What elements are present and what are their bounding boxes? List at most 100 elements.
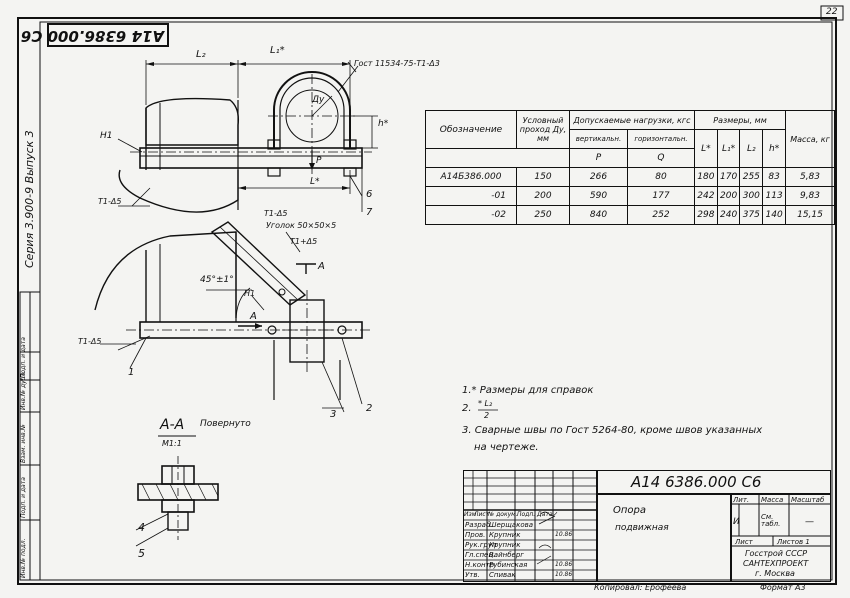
callout-5: 5 — [138, 547, 145, 560]
cell-dy: 250 — [516, 205, 570, 225]
title-code: А14 6386.000 С6 — [631, 473, 762, 491]
th-mass: Масса, кг — [785, 110, 835, 168]
rotated-designation: A14 6386.000 C6 — [20, 27, 164, 45]
cell-mass: 15,15 — [785, 205, 835, 225]
weld-label-4: T1-Δ5 — [78, 337, 102, 346]
label-l-star: L* — [310, 177, 320, 187]
th-p: P — [569, 148, 628, 168]
th-dims: Размеры, мм — [694, 110, 786, 130]
note-2-formula-bottom: 2 — [484, 411, 490, 420]
head-list: Лист — [474, 511, 490, 518]
label-h1: H1 — [100, 131, 113, 141]
callout-3: 3 — [330, 409, 337, 420]
side-stamp-2: Подп. и дата — [20, 477, 27, 518]
name-1: Шерщакова — [489, 521, 534, 529]
cell-p: 840 — [569, 205, 628, 225]
head-date: Дата — [537, 511, 553, 518]
table-row: -02 250 840 252 298 240 375 140 15,15 — [425, 205, 835, 225]
th-spacer — [425, 148, 570, 168]
org-line-3: г. Москва — [755, 569, 795, 578]
head-izm: Изм — [464, 511, 477, 518]
callout-1: 1 — [128, 367, 135, 378]
callout-6: 6 — [366, 189, 373, 200]
th-q: Q — [626, 148, 696, 168]
section-mark-bottom: A — [250, 311, 257, 322]
label-gost-clamp: Гост 11534-75-T1-Δ3 — [354, 59, 440, 68]
date-2: 10.86 — [555, 561, 573, 568]
head-doc: № докум. — [488, 511, 518, 518]
role-3: Рук.груп — [465, 541, 497, 549]
note-3-line1: 3. Сварные швы по Гост 5264-80, кроме шв… — [462, 425, 763, 436]
sheet-frame — [17, 17, 837, 585]
side-stamp-1: Инв.№ подл. — [20, 538, 27, 579]
title-name-1: Опора — [613, 505, 647, 516]
cell-l: 242 — [694, 186, 718, 206]
cell-l: 180 — [694, 167, 718, 187]
cell-mass: 9,83 — [785, 186, 835, 206]
cell-designation: -02 — [425, 205, 517, 225]
table-row: А14Б386.000 150 266 80 180 170 255 83 5,… — [425, 167, 835, 187]
cell-h: 140 — [762, 205, 786, 225]
label-h-star: h* — [378, 119, 389, 129]
side-stamp-5: Подп. и дата — [20, 337, 27, 378]
name-2: Крупник — [489, 531, 521, 539]
sheet-label: Лист — [735, 538, 753, 546]
sheets-label: Листов 1 — [777, 538, 810, 546]
org-line-1: Госстрой СССР — [745, 549, 808, 558]
page-number-box — [820, 5, 844, 21]
rotated-code-box — [47, 23, 169, 47]
cell-l2: 300 — [739, 186, 764, 206]
title-block: А14 6386.000 С6 Опора подвижная Лит. Мас… — [463, 470, 831, 582]
weld-label-3: T1+Δ5 — [290, 237, 318, 246]
cell-designation: А14Б386.000 — [425, 167, 517, 187]
role-5: Н.контр. — [465, 561, 497, 569]
label-l1: L₁* — [270, 45, 285, 56]
channel-top-view — [139, 147, 363, 169]
series-label: Серия 3.900-9 Выпуск 3 — [23, 130, 36, 268]
paper-format: Формат А3 — [760, 583, 806, 592]
name-5: Рубинская — [489, 561, 528, 569]
org-line-2: САНТЕХПРОЕКТ — [743, 559, 809, 568]
weld-label-1: T1-Δ5 — [98, 197, 122, 206]
callout-2: 2 — [366, 403, 373, 414]
cell-designation: -01 — [425, 186, 517, 206]
cell-l1: 200 — [716, 186, 741, 206]
copied-by: Копировал: Ерофеева — [594, 583, 687, 592]
side-stamp-3: Взам. инв.№ — [20, 424, 27, 463]
section-mark-top: A — [318, 261, 325, 272]
cell-h: 83 — [762, 167, 786, 187]
cell-p: 266 — [569, 167, 628, 187]
header-lit: Лит. — [733, 496, 750, 504]
cell-l: 298 — [694, 205, 718, 225]
angle-value: 45°±1° — [200, 275, 234, 285]
callout-4: 4 — [138, 521, 145, 534]
date-1: 10.86 — [555, 531, 573, 538]
callout-7: 7 — [366, 207, 373, 218]
cell-q: 80 — [626, 167, 696, 187]
name-4: Вайнберг — [489, 551, 524, 559]
cell-l2: 255 — [739, 167, 764, 187]
role-2: Пров. — [465, 531, 486, 539]
th-horizontal: горизонтальн. — [626, 129, 696, 149]
note-3-line2: на чертеже. — [474, 442, 539, 453]
header-scale: Масштаб — [791, 496, 825, 504]
label-l2: L₂ — [196, 49, 206, 60]
table-row: -01 200 590 177 242 200 300 113 9,83 — [425, 186, 835, 206]
title-name-2: подвижная — [615, 523, 669, 533]
th-loads: Допускаемые нагрузки, кгс — [569, 110, 695, 130]
name-6: Спивак — [489, 571, 516, 579]
note-1: 1.* Размеры для справок — [462, 385, 594, 396]
name-3: Крупник — [489, 541, 521, 549]
th-l-star: L* — [694, 129, 718, 168]
th-vertical: вертикальн. — [569, 129, 628, 149]
dimensions-table: Обозначение Условный проход Ду, мм Допус… — [425, 110, 835, 225]
th-l1: L₁* — [716, 129, 741, 168]
cell-p: 590 — [569, 186, 628, 206]
label-dy: Ду — [312, 95, 325, 105]
th-designation: Обозначение — [425, 110, 517, 149]
section-rotated-note: Повернуто — [200, 419, 251, 429]
page-number: 22 — [826, 7, 838, 17]
date-3: 10.86 — [555, 571, 573, 578]
head-sign: Подп. — [517, 511, 536, 518]
